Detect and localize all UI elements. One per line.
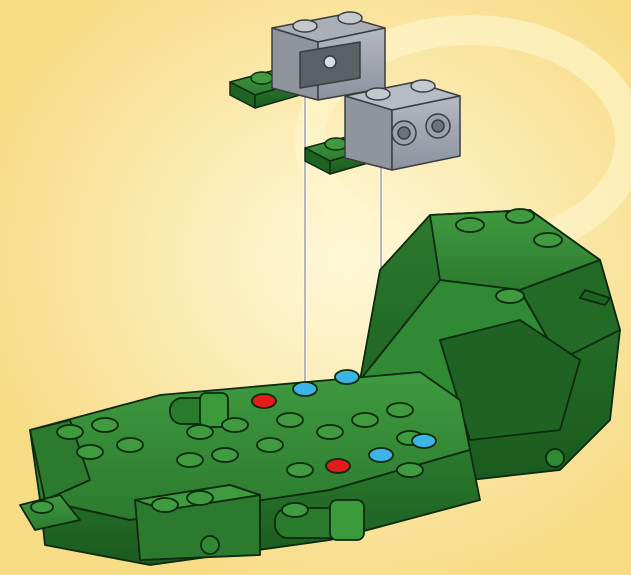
stud-blue-4 — [412, 434, 436, 448]
stud-blue-3 — [369, 448, 393, 462]
stud-blue-2 — [335, 370, 359, 384]
stud-red-1 — [252, 394, 276, 408]
stud-red-2 — [326, 459, 350, 473]
stud-blue-1 — [293, 382, 317, 396]
